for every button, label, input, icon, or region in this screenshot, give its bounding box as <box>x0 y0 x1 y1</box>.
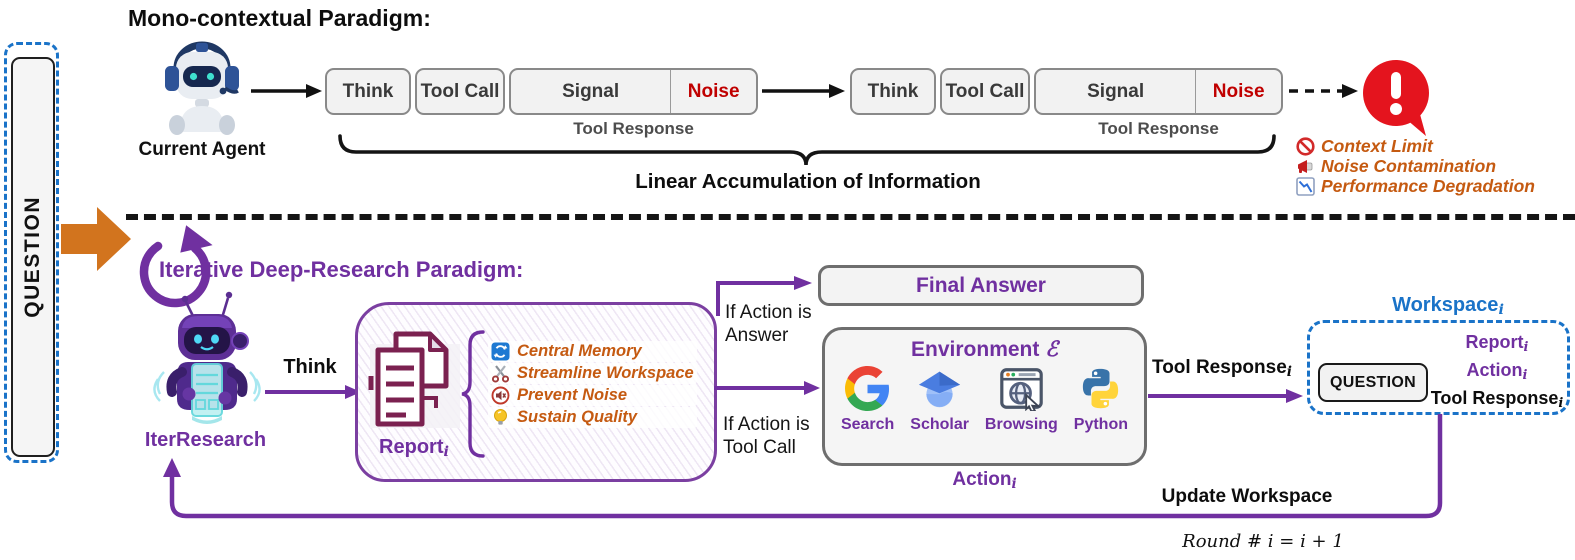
section-divider <box>126 214 1575 220</box>
noise-cell: Noise <box>1212 80 1265 102</box>
iterresearch-label: IterResearch <box>144 429 267 451</box>
scissors-icon <box>491 365 510 383</box>
warning-icon <box>1363 60 1429 136</box>
mono-title: Mono-contextual Paradigm: <box>128 5 431 31</box>
report-items: Central Memory Streamline Workspace Prev… <box>488 341 697 429</box>
current-agent-label: Current Agent <box>138 139 266 160</box>
bulb-icon <box>494 409 507 425</box>
issue-label: Noise Contamination <box>1321 155 1497 176</box>
report-item: Central Memory <box>488 341 697 362</box>
tool-call-label: Tool Call <box>420 80 500 102</box>
issues-list: Context Limit Noise Contamination Perfor… <box>1296 136 1535 196</box>
tool-label: Scholar <box>910 416 969 433</box>
update-workspace-label: Update Workspace <box>1161 486 1333 507</box>
tool-label: Python <box>1073 416 1128 433</box>
python-icon <box>1083 368 1119 409</box>
tool-response-caption-1: Tool Response <box>573 119 694 138</box>
workspace-question-label: QUESTION <box>1330 373 1416 391</box>
tool-response-box-1: Signal Noise <box>509 68 758 115</box>
arrow-chain1-to-chain2 <box>762 84 845 98</box>
workspace-items: Reporti Actioni Tool Responsei <box>1428 331 1566 415</box>
tool-call-label: Tool Call <box>945 80 1025 102</box>
round-counter-label: Round # i = i + 1 <box>1182 531 1344 552</box>
report-item: Streamline Workspace <box>488 363 697 384</box>
iter-title: Iterative Deep-Research Paradigm: <box>159 257 524 282</box>
workspace-question-box: QUESTION <box>1318 363 1428 402</box>
question-arrow-icon <box>61 207 131 271</box>
issue-label: Performance Degradation <box>1321 175 1535 196</box>
report-item-label: Prevent Noise <box>517 386 628 404</box>
tool-response-caption-2: Tool Response <box>1098 119 1219 138</box>
accumulation-label: Linear Accumulation of Information <box>635 170 981 193</box>
final-answer-box: Final Answer <box>818 265 1144 306</box>
tool-search: Search <box>841 366 894 434</box>
tool-response-box-2: Signal Noise <box>1034 68 1283 115</box>
report-item-label: Streamline Workspace <box>517 364 694 382</box>
report-item-label: Central Memory <box>517 342 642 360</box>
signal-cell: Signal <box>511 70 672 113</box>
think-label: Think <box>342 80 394 102</box>
megaphone-icon <box>1298 159 1313 173</box>
google-scholar-icon <box>919 371 961 408</box>
issue-row: Performance Degradation <box>1296 176 1535 196</box>
issue-label: Context Limit <box>1321 135 1433 156</box>
accumulation-brace <box>338 134 1276 166</box>
if-tool-call-label: If Action is Tool Call <box>723 414 810 458</box>
tool-call-box-2: Tool Call <box>940 68 1030 115</box>
report-item: Sustain Quality <box>488 407 697 428</box>
noise-cell: Noise <box>687 80 740 102</box>
refresh-icon <box>491 342 510 361</box>
environment-box: Environment ℰ Search Sc <box>822 327 1147 466</box>
report-brace <box>461 330 485 458</box>
update-workspace-path <box>163 414 1443 519</box>
question-box-vertical: QUESTION <box>11 57 55 457</box>
arrow-think <box>265 385 361 399</box>
environment-tools: Search Scholar <box>825 366 1144 434</box>
issue-row: Noise Contamination <box>1296 156 1535 176</box>
report-documents-icon <box>368 331 460 428</box>
tool-label: Browsing <box>984 416 1058 433</box>
environment-title: Environment ℰ <box>911 336 1058 361</box>
arrow-chain-to-warning <box>1289 84 1358 98</box>
workspace-title: Workspacei <box>1392 294 1504 319</box>
report-item-label: Sustain Quality <box>517 408 638 426</box>
tool-label: Search <box>840 416 895 433</box>
mute-icon <box>491 386 510 405</box>
if-answer-label: If Action is Answer <box>725 302 812 346</box>
report-item: Prevent Noise <box>488 385 697 406</box>
declining-chart-icon <box>1296 176 1315 196</box>
signal-cell: Signal <box>1036 70 1197 113</box>
workspace-report-item: Reporti <box>1465 332 1529 355</box>
think-box-1: Think <box>325 68 411 115</box>
tool-browsing: Browsing <box>985 366 1058 434</box>
tool-call-box-1: Tool Call <box>415 68 505 115</box>
tool-response-i-label: Tool Responsei <box>1152 357 1292 380</box>
current-agent-robot-icon <box>165 41 239 135</box>
google-search-icon <box>845 366 890 411</box>
question-panel <box>4 42 59 463</box>
workspace-box <box>1307 320 1570 415</box>
arrow-tool-response <box>1148 389 1303 403</box>
think-label: Think <box>867 80 919 102</box>
workspace-tool-response-item: Tool Responsei <box>1430 387 1564 411</box>
question-label: QUESTION <box>21 196 44 318</box>
action-label: Actioni <box>952 469 1017 492</box>
tool-python: Python <box>1074 366 1128 434</box>
loop-arrow-icon <box>139 225 213 308</box>
arrow-agent-to-chain <box>251 84 322 98</box>
browser-icon <box>1000 368 1043 412</box>
issue-row: Context Limit <box>1296 136 1535 156</box>
arrow-if-answer <box>716 276 812 316</box>
tool-scholar: Scholar <box>910 366 969 434</box>
iterresearch-robot-icon <box>153 291 261 424</box>
arrow-if-tool-call <box>714 381 820 395</box>
workspace-action-item: Actioni <box>1466 359 1528 383</box>
iter-think-label: Think <box>283 356 337 378</box>
think-box-2: Think <box>850 68 936 115</box>
environment-symbol: ℰ <box>1045 336 1058 361</box>
no-entry-icon <box>1296 136 1315 156</box>
report-label: Reporti <box>379 436 449 461</box>
final-answer-label: Final Answer <box>916 273 1046 297</box>
